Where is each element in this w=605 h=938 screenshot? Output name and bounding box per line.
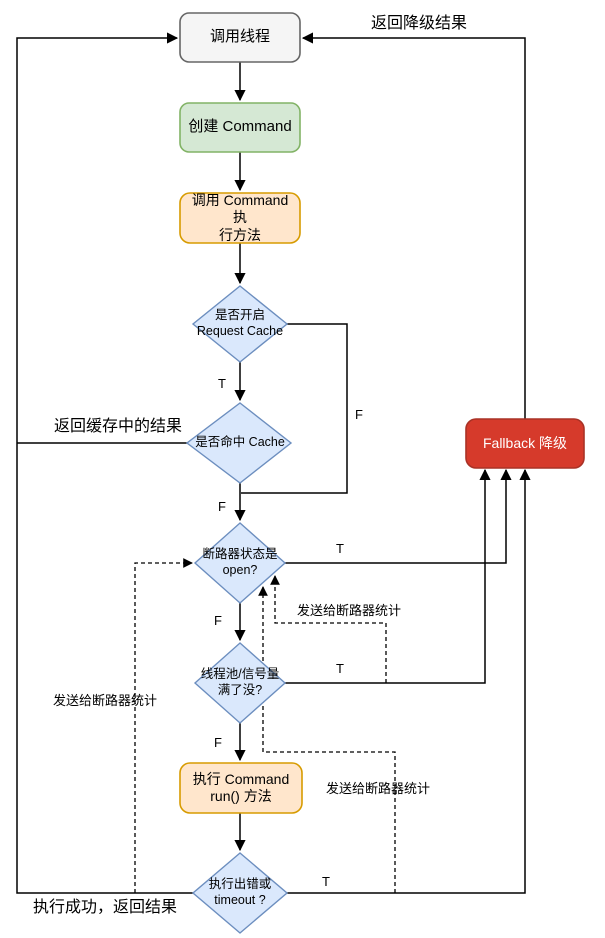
cache-hit-diamond — [185, 402, 293, 484]
request-cache-enabled-label: 是否开启 Request Cache — [196, 308, 284, 338]
caller-thread-label: 调用线程 — [209, 28, 270, 46]
pool-full-label: 线程池/信号量 满了没? — [200, 667, 280, 697]
edge-label-cache-hit-false: F — [218, 498, 226, 514]
cache-hit-label: 是否命中 Cache — [195, 435, 285, 450]
error-or-timeout-label: 执行出错或 timeout ? — [208, 877, 272, 907]
edge-success-return — [16, 32, 193, 894]
edge-error-true — [287, 468, 531, 894]
edge-label-pool-full-false: F — [214, 734, 222, 750]
fallback-box — [465, 418, 585, 469]
annotation-send-stats-right: 发送给断路器统计 — [325, 780, 430, 796]
pool-full-diamond — [193, 642, 287, 724]
request-cache-enabled-diamond — [191, 285, 289, 363]
edge-label-circuit-open-false: F — [214, 612, 222, 628]
circuit-open-label: 断路器状态是 open? — [202, 547, 278, 577]
edge-stats-from-pool-line — [270, 575, 387, 683]
edge-label-error-true: T — [322, 873, 330, 889]
run-command-box — [179, 762, 303, 814]
run-command-label: 执行 Command run() 方法 — [192, 770, 290, 805]
annotation-success-return-result: 执行成功，返回结果 — [32, 899, 177, 916]
annotation-return-fallback-result: 返回降级结果 — [370, 15, 467, 32]
edge-circuit-open-true — [285, 468, 512, 564]
error-or-timeout-diamond — [191, 852, 289, 934]
edge-label-cache-enabled-false: F — [355, 406, 363, 422]
fallback-label: Fallback 降级 — [482, 434, 568, 451]
create-command-label: 创建 Command — [188, 118, 292, 136]
edge-stats-from-success-line — [134, 558, 193, 893]
annotation-send-stats-middle: 发送给断路器统计 — [296, 602, 401, 618]
edge-stats-from-error-line — [258, 586, 396, 893]
circuit-open-diamond — [193, 522, 287, 604]
edge-fallback-return — [301, 32, 526, 419]
create-command-box — [179, 102, 301, 153]
annotation-send-stats-left: 发送给断路器统计 — [52, 692, 157, 708]
edge-cache-enabled-false — [241, 323, 348, 494]
annotation-return-cached-result: 返回缓存中的结果 — [53, 418, 182, 435]
edge-label-pool-full-true: T — [336, 660, 344, 676]
edge-label-circuit-open-true: T — [336, 540, 344, 556]
edge-label-cache-enabled-true: T — [218, 375, 226, 391]
edge-pool-full-true — [285, 468, 491, 684]
invoke-command-box — [179, 192, 301, 244]
invoke-command-label: 调用 Command 执 行方法 — [191, 191, 289, 243]
caller-thread-box — [179, 12, 301, 63]
